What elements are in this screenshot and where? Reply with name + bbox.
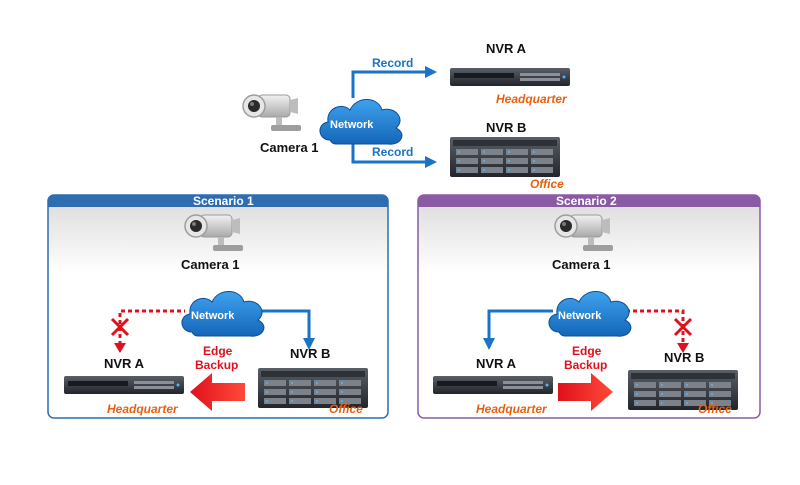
s2-active-link [487, 309, 553, 340]
record-label-b: Record [372, 145, 413, 159]
s2-active-arrow [483, 338, 495, 350]
nvr-b-server-icon [450, 137, 560, 177]
s2-camera-label: Camera 1 [552, 257, 611, 272]
camera-icon [242, 94, 302, 132]
s2-failure-x-icon [673, 317, 693, 337]
s2-failed-link [605, 309, 685, 345]
nvr-a-server-icon [64, 376, 184, 394]
s1-active-arrow [303, 338, 315, 350]
top-nvr-a-label: NVR A [486, 41, 527, 56]
s2-network-label: Network [558, 310, 602, 322]
s1-nvr-b-site: Office [329, 402, 363, 416]
s1-network-label: Network [191, 310, 235, 322]
top-nvr-a-site: Headquarter [496, 92, 568, 106]
top-diagram: Camera 1 Record Record Network NVR A Hea… [242, 41, 570, 191]
s2-edge-label-line1: Edge [572, 344, 602, 358]
scenario-1-title: Scenario 1 [193, 194, 254, 208]
s1-failed-arrow [114, 343, 126, 353]
s1-camera-label: Camera 1 [181, 257, 240, 272]
scenario-1-panel: Scenario 1 Camera 1 Network NVR A Headqu… [47, 194, 389, 419]
s1-edge-backup-arrow [190, 373, 245, 411]
s2-edge-backup-arrow [558, 373, 613, 411]
nvr-a-server-icon [433, 376, 553, 394]
arrow-to-nvr-a [425, 66, 437, 78]
top-nvr-b-site: Office [530, 177, 564, 191]
s1-nvr-b-label: NVR B [290, 346, 330, 361]
s2-nvr-a-site: Headquarter [476, 402, 548, 416]
top-nvr-b-label: NVR B [486, 120, 526, 135]
s1-nvr-a-label: NVR A [104, 356, 145, 371]
top-camera-label: Camera 1 [260, 140, 319, 155]
s2-nvr-a-label: NVR A [476, 356, 517, 371]
s1-edge-label-line1: Edge [203, 344, 233, 358]
s2-nvr-b-site: Office [698, 402, 732, 416]
s2-edge-label-line2: Backup [564, 358, 607, 372]
s1-failure-x-icon [110, 317, 130, 337]
top-network-label: Network [330, 119, 374, 131]
record-label-a: Record [372, 56, 413, 70]
scenario-2-panel: Scenario 2 Camera 1 Network NVR A Headqu… [417, 194, 761, 419]
arrow-to-nvr-b [425, 156, 437, 168]
nvr-a-server-icon [450, 68, 570, 86]
s1-failed-link [118, 309, 185, 345]
top-connections [351, 70, 425, 164]
s2-failed-arrow [677, 343, 689, 353]
s1-edge-label-line2: Backup [195, 358, 238, 372]
s1-nvr-a-site: Headquarter [107, 402, 179, 416]
s2-nvr-b-label: NVR B [664, 350, 704, 365]
scenario-2-title: Scenario 2 [556, 194, 617, 208]
